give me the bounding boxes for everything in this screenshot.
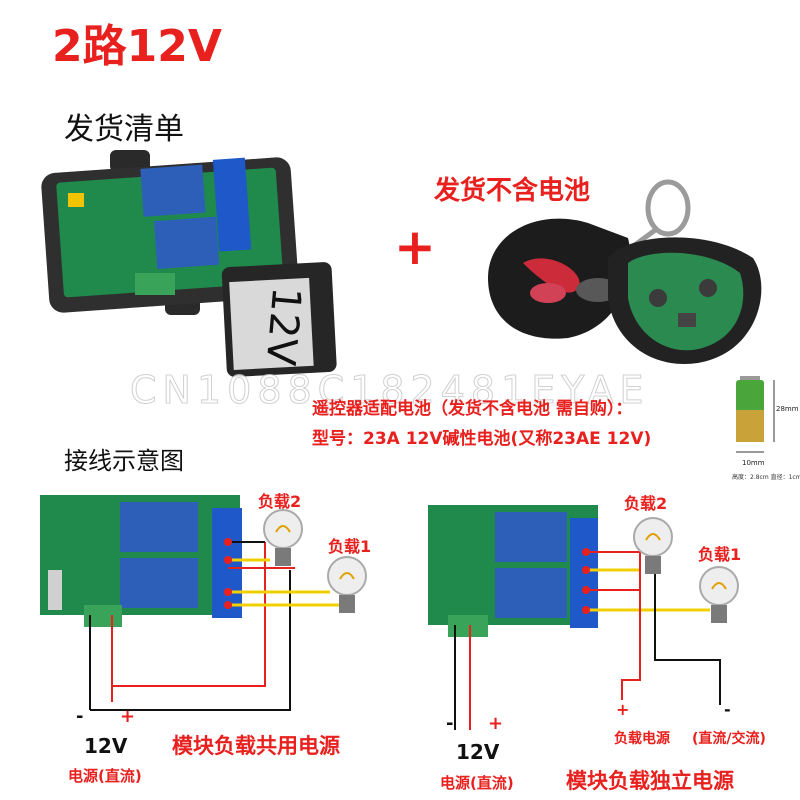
- right-load-power-type: (直流/交流): [692, 731, 766, 747]
- battery-spec: 高度：2.8cm 直径：1cm: [732, 474, 800, 481]
- left-voltage-label: 12V: [84, 734, 128, 758]
- right-minus-label: -: [446, 713, 454, 734]
- relay-board-icon: [428, 505, 598, 637]
- left-power-label: 电源(直流): [68, 767, 142, 785]
- battery-icon: [736, 376, 775, 453]
- right-load-plus: +: [616, 700, 630, 719]
- lightbulb-icon: [699, 566, 739, 623]
- right-plus-label: +: [488, 713, 504, 734]
- lightbulb-icon: [327, 556, 367, 613]
- left-load2-label: 负载2: [258, 492, 302, 511]
- page-title: 2路12V: [52, 21, 222, 72]
- left-load1-label: 负载1: [328, 537, 372, 556]
- right-load2-label: 负载2: [624, 494, 668, 513]
- right-power-label: 电源(直流): [440, 774, 514, 792]
- right-voltage-label: 12V: [456, 740, 500, 764]
- left-minus-label: -: [76, 706, 84, 727]
- lightbulb-icon: [263, 509, 303, 566]
- wiring-diagram-shared-power: [40, 495, 345, 711]
- right-load-minus: -: [724, 700, 731, 719]
- right-caption: 模块负载独立电源: [566, 769, 734, 793]
- battery-dim-height: 28mm: [776, 405, 799, 413]
- wiring-heading: 接线示意图: [64, 447, 184, 475]
- package-heading: 发货清单: [64, 112, 184, 147]
- remote-fob-icon: [488, 179, 762, 364]
- wiring-diagram-independent-power: [428, 505, 721, 730]
- right-load1-label: 负载1: [698, 545, 742, 564]
- no-battery-note: 发货不含电池: [434, 176, 591, 206]
- lightbulb-icon: [633, 517, 673, 574]
- watermark-text: CN1088C182481EYAE: [130, 368, 650, 413]
- battery-note-line2: 型号：23A 12V碱性电池(又称23AE 12V): [312, 429, 652, 449]
- right-load-power: 负载电源: [614, 731, 670, 747]
- left-caption: 模块负载共用电源: [172, 734, 340, 758]
- relay-board-icon: [40, 495, 242, 627]
- receiver-module-photo: 12V: [41, 150, 337, 377]
- plus-sign: +: [394, 218, 436, 276]
- case-cover-label: 12V: [257, 285, 310, 368]
- battery-dim-width: 10mm: [742, 459, 765, 467]
- battery-note-line1: 遥控器适配电池（发货不含电池 需自购）：: [312, 399, 633, 419]
- left-plus-label: +: [120, 706, 136, 727]
